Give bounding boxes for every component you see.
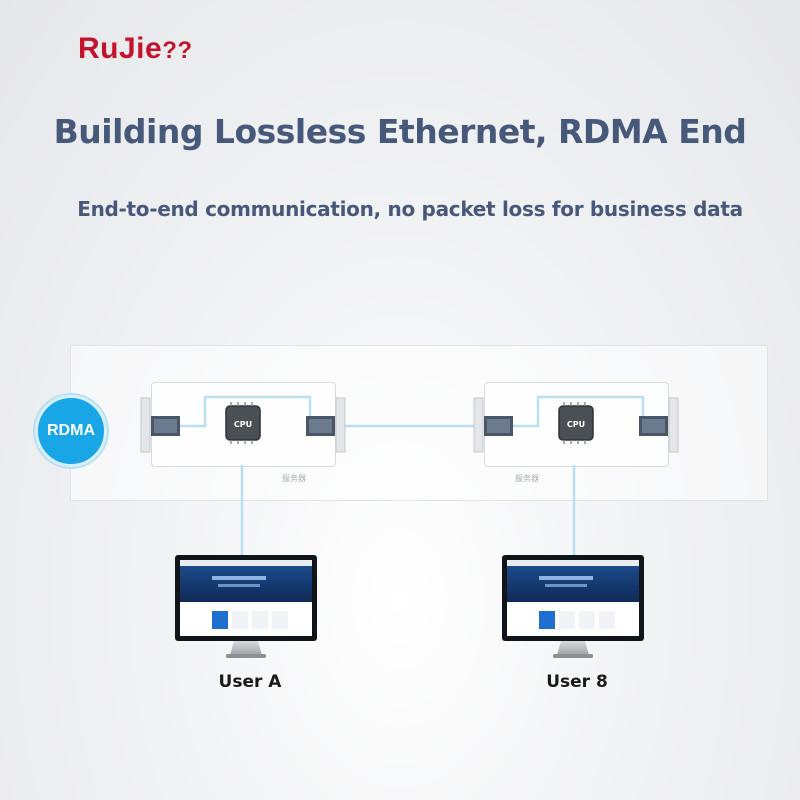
cpu-icon (558, 405, 594, 441)
monitor-left (175, 555, 317, 658)
server-label-right: 服务器 (515, 474, 539, 483)
port-icon (473, 397, 513, 453)
rdma-badge: RDMA (35, 395, 107, 467)
logo-suffix: ?? (162, 37, 193, 64)
cpu-icon (225, 405, 261, 441)
port-icon (140, 397, 180, 453)
server-label-left: 服务器 (282, 474, 306, 483)
rdma-label: RDMA (47, 422, 95, 439)
page-title: Building Lossless Ethernet, RDMA End (53, 112, 747, 151)
user-label-8: User 8 (546, 672, 608, 692)
port-connectors (140, 397, 679, 453)
cpu-chip-left: CPU (225, 402, 261, 444)
monitor-right (502, 555, 644, 658)
logo-text: RuJie (78, 32, 163, 65)
rujie-logo: RuJie?? (78, 32, 193, 66)
page-subtitle: End-to-end communication, no packet loss… (77, 197, 743, 221)
cpu-label: CPU (234, 420, 252, 429)
cpu-chip-right: CPU (558, 402, 594, 444)
port-icon (639, 397, 679, 453)
cpu-label: CPU (567, 420, 585, 429)
port-icon (306, 397, 346, 453)
user-label-a: User A (218, 672, 282, 692)
